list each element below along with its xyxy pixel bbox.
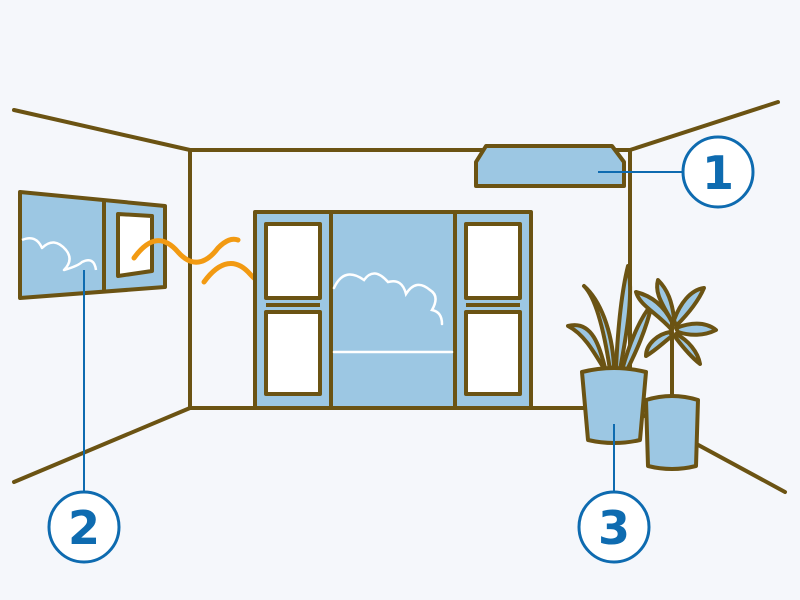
callout-2-circle <box>47 490 121 564</box>
callout-2: 2 <box>47 490 121 564</box>
window-icon <box>253 210 533 410</box>
side-window <box>18 190 167 300</box>
leaf <box>614 264 633 372</box>
floor-left-edge <box>12 406 192 484</box>
left-pot <box>580 366 648 445</box>
callout-1-circle <box>681 135 755 209</box>
ceiling-right-edge <box>628 100 780 152</box>
leaf <box>655 278 676 324</box>
air-conditioner-body <box>474 144 626 188</box>
cloud-outline <box>332 272 444 326</box>
air-conditioner-icon <box>474 144 626 188</box>
right-pot <box>644 394 700 471</box>
ceiling-left-edge <box>12 108 192 152</box>
callout-leaders <box>83 171 684 494</box>
callout-3-label: 3 <box>598 501 630 555</box>
heat-wave-upper <box>131 236 241 265</box>
side-window-open-pane <box>116 212 154 278</box>
leaf <box>566 323 608 374</box>
right-shutter-upper <box>464 222 522 300</box>
right-plant-leaves <box>634 278 718 366</box>
callout-3-circle <box>577 490 651 564</box>
callout-2-label: 2 <box>68 501 100 555</box>
leaf <box>674 321 718 337</box>
leaf <box>674 332 702 366</box>
left-shutter-lower <box>264 310 322 396</box>
right-shutter-lower <box>464 310 522 396</box>
left-shutter-upper <box>264 222 322 300</box>
potted-plant-icon <box>566 264 718 471</box>
leaf <box>582 284 616 372</box>
side-window-cloud <box>21 237 98 272</box>
callout-1: 1 <box>681 135 755 209</box>
leaf <box>644 330 674 358</box>
leaf <box>672 286 706 328</box>
callout-3: 3 <box>577 490 651 564</box>
callout-1-label: 1 <box>702 146 734 200</box>
door-view-cloud <box>332 272 454 354</box>
left-plant-leaves <box>566 264 654 374</box>
